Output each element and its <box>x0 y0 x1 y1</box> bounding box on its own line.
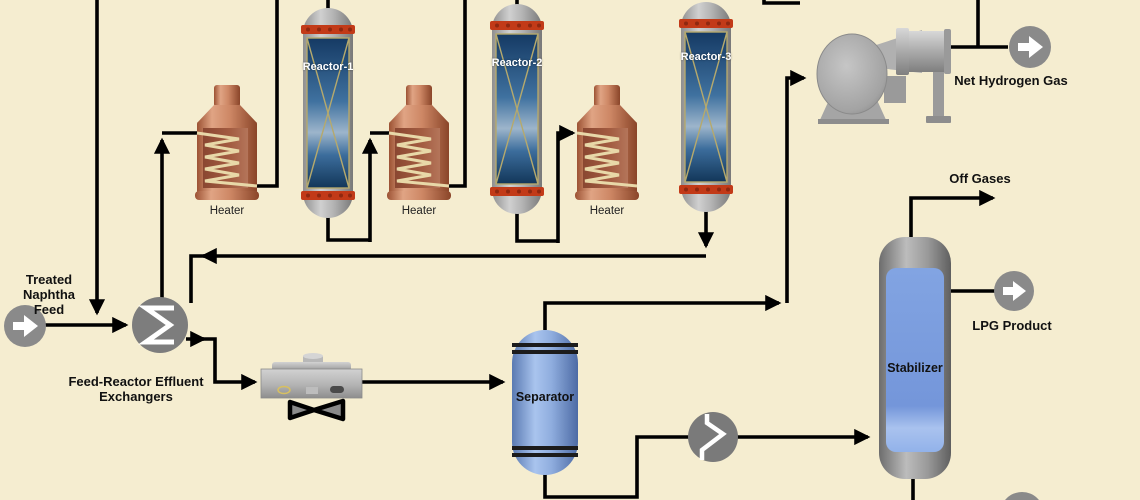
pipe-reactor1-bottom-run <box>326 212 370 242</box>
compressor-casing <box>816 33 888 115</box>
heater-1-label: Heater <box>209 205 245 217</box>
heater-2-label: Heater <box>401 205 437 217</box>
pipe-heater3-riser <box>556 124 576 243</box>
pipe-reactor2-bottom-run <box>515 208 558 243</box>
pipe-top-recycle-stub <box>762 0 800 5</box>
right-arrow-glyph <box>1003 281 1026 301</box>
recycle-compressor <box>816 28 951 124</box>
heater-neck <box>214 85 240 107</box>
net-hydrogen-label: Net Hydrogen Gas <box>954 73 1068 88</box>
process-lines <box>44 0 1008 500</box>
compressor-barrel <box>908 31 946 72</box>
pipe-separator-overhead <box>543 294 782 330</box>
bottoms-exchanger <box>688 412 738 462</box>
reactor-2-label: Reactor-2 <box>491 57 543 69</box>
exchanger-symbol <box>138 305 175 345</box>
heater-coil <box>576 131 638 188</box>
right-arrow-glyph <box>13 315 38 337</box>
lpg-outlet-icon <box>994 271 1034 311</box>
reactor-3-vessel <box>679 2 733 212</box>
heater-neck <box>406 85 432 107</box>
heater-3 <box>575 85 639 200</box>
off-gases-label: Off Gases <box>949 171 1011 186</box>
pipe-off-gases <box>909 189 996 245</box>
pipe-gas-to-compressor <box>785 69 807 303</box>
separator-label: Separator <box>515 390 575 404</box>
fan-icon <box>287 398 346 422</box>
reactor-1-label: Reactor-1 <box>302 61 354 73</box>
net-hydrogen-outlet-icon <box>1009 26 1051 68</box>
stabilizer-column <box>879 237 951 479</box>
heater-coil <box>196 131 258 188</box>
separator-vessel <box>512 330 578 475</box>
right-arrow-glyph <box>1018 36 1043 58</box>
stabilizer-label: Stabilizer <box>887 361 943 375</box>
reactor-1-vessel <box>301 8 355 218</box>
air-cooler <box>260 353 363 422</box>
feed-stream-label: Treated Naphtha Feed <box>0 272 98 317</box>
heater-neck <box>594 85 620 107</box>
pipe-heater2-outlet-riser <box>448 0 467 188</box>
heater-1 <box>195 85 259 200</box>
exchangers-label: Feed-Reactor Effluent Exchangers <box>68 374 204 404</box>
heater-3-label: Heater <box>589 205 625 217</box>
heater-coil <box>388 131 450 188</box>
reactor-3-label: Reactor-3 <box>680 51 732 63</box>
pipe-heater1-outlet-riser <box>257 0 279 188</box>
pipe-to-air-cooler <box>201 337 258 391</box>
feed-label-line2: Feed <box>33 302 65 317</box>
pipe-separator-bottoms <box>543 435 690 499</box>
compressor-leg <box>933 70 944 118</box>
feed-effluent-exchanger <box>132 297 188 353</box>
feed-inlet-icon <box>4 305 46 347</box>
bottoms-outlet-icon <box>1005 492 1039 500</box>
lpg-product-label: LPG Product <box>972 318 1052 333</box>
exchanger-symbol <box>699 414 727 460</box>
heater-2 <box>387 85 451 200</box>
feed-label-line1: Treated Naphtha <box>23 272 75 302</box>
reactor-2-vessel <box>490 4 544 214</box>
